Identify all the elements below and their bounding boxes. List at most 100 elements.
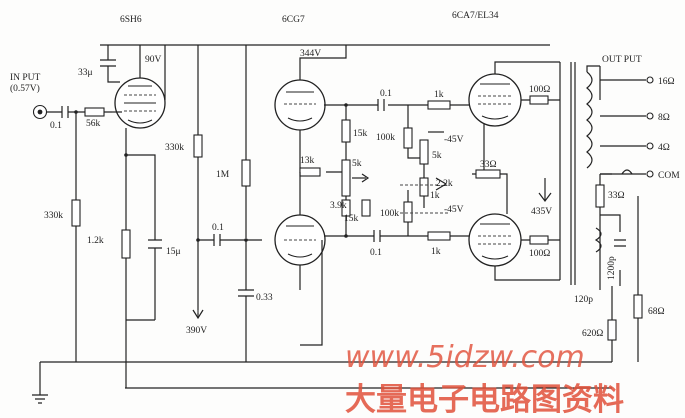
tap-16-label: 16Ω — [658, 77, 675, 87]
v2-lower-grid-return — [300, 240, 323, 346]
v2-pot-arrow — [361, 173, 370, 183]
el34-lower-plate — [494, 266, 560, 281]
bias-resistor-label: 2.2k — [436, 179, 453, 189]
fb-resistor3-label: 68Ω — [648, 307, 665, 317]
v2-balance-pot — [341, 159, 351, 197]
input-cap-label: 0.1 — [50, 121, 62, 131]
b-plus-arrowhead — [538, 192, 552, 202]
fb-cap-label: 1200p — [607, 256, 617, 280]
input-grid-resistor — [71, 199, 81, 227]
v1-cathode-resistor — [121, 229, 131, 259]
fb-resistor3 — [633, 294, 643, 319]
v2-lower-b-label: 15k — [344, 214, 359, 224]
v2-cathode-resistor — [299, 167, 321, 177]
secondary-taps — [600, 79, 646, 175]
bias-pot-label: 5k — [432, 151, 442, 161]
watermark-site: www.5idzw.com — [345, 340, 585, 375]
el34-upper-screen-resistor — [529, 95, 549, 105]
grid-stop-bottom — [427, 231, 451, 241]
tap-4-terminal[interactable] — [646, 142, 654, 150]
v2-upper-load-label: 15k — [353, 129, 368, 139]
input-series-resistor — [84, 107, 105, 117]
tap-8-terminal[interactable] — [646, 112, 654, 120]
tube-6cg7-upper — [274, 79, 326, 131]
bias-voltage-top: -45V — [444, 135, 464, 145]
input-coupling-cap — [61, 106, 69, 118]
bias-pot — [419, 139, 429, 165]
v1-cathode-bypass-cap — [148, 239, 162, 249]
el34-plate-voltage: 435V — [531, 207, 552, 217]
stage1-cap-label: 0.1 — [212, 223, 224, 233]
stage1-supply-cap — [238, 240, 254, 362]
el34-lower-screen-label: 100Ω — [529, 249, 550, 259]
el34-upper-screen-label: 100Ω — [529, 85, 550, 95]
v1-bypass-wire — [126, 154, 156, 321]
tap-16-terminal[interactable] — [646, 76, 654, 84]
fb-resistor — [595, 184, 605, 208]
v1-plate-load — [193, 134, 203, 158]
stage1-coupling-cap — [213, 234, 221, 246]
v1-plate-voltage: 90V — [145, 55, 162, 65]
input-series-label: 56k — [86, 119, 101, 129]
tube-6cg7-lower — [274, 214, 326, 266]
grid-stop-top-label: 1k — [434, 90, 444, 100]
el34-cathode-label: 33Ω — [480, 160, 497, 170]
input-level: (0.57V) — [10, 83, 40, 94]
input-jack[interactable] — [32, 104, 48, 120]
grid-leak-bottom-label: 100k — [380, 209, 399, 219]
bias-supply-lines — [400, 184, 448, 214]
v2-lower-resistor-b — [361, 199, 371, 217]
v1-plate-load-label: 330k — [165, 143, 184, 153]
el34-cathode-resistor — [475, 169, 501, 179]
v2-plate-voltage: 344V — [300, 49, 321, 59]
secondary-top — [586, 65, 601, 100]
grid-leak-top — [403, 127, 413, 149]
bias-k-label: 1k — [430, 191, 440, 201]
v2-lower-cap-label: 0.1 — [370, 248, 382, 258]
tap-com-terminal[interactable] — [646, 170, 654, 178]
grid-leak-bottom — [403, 201, 413, 223]
watermark-chinese: 大量电子电路图资料 — [345, 382, 624, 418]
fb-resistor-label: 33Ω — [608, 191, 625, 201]
stage2-grid-resistor — [241, 159, 251, 187]
screen-cap-label: 33μ — [78, 68, 93, 78]
v2-cathode-label: 13k — [300, 156, 315, 166]
fb-cap-wire — [600, 214, 621, 286]
v2-lower-a-label: 3.9k — [330, 201, 347, 211]
v1-supply-arrowhead — [192, 309, 204, 320]
v2-lower-resistor-a — [341, 199, 351, 217]
el34-lower-screen-resistor — [529, 235, 549, 245]
v2-lower-out-cap — [373, 230, 381, 242]
supply-voltage-label: 390V — [186, 326, 207, 336]
v1-cathode-label: 1.2k — [87, 236, 104, 246]
tube-v3-label: 6CA7/EL34 — [452, 11, 499, 21]
tube-v1-label: 6SH6 — [120, 15, 142, 25]
output-transformer — [559, 62, 593, 285]
tube-el34-lower — [468, 213, 522, 267]
v2-upper-plate-load — [341, 119, 351, 143]
input-grid-label: 330k — [44, 211, 63, 221]
ground-symbol — [32, 362, 48, 404]
bias-resistor — [419, 177, 429, 197]
input-label: IN PUT — [10, 73, 41, 83]
v2-upper-cap-label: 0.1 — [380, 89, 392, 99]
v1-bypass-label: 15μ — [166, 247, 181, 257]
tube-el34-upper — [468, 73, 522, 127]
grid-stop-bottom-label: 1k — [431, 247, 441, 257]
fb-resistor2-label: 620Ω — [582, 329, 603, 339]
bias-arrow — [435, 177, 448, 191]
v2-upper-out-cap — [377, 99, 385, 111]
v1-screen-cap — [100, 45, 120, 83]
tap-4-label: 4Ω — [658, 143, 670, 153]
fb-cap2-label: 120p — [574, 295, 593, 305]
fb-choke — [594, 227, 602, 253]
bias-voltage-bottom: -45V — [444, 205, 464, 215]
fb-resistor2 — [607, 319, 617, 341]
supply-cap-label: 0.33 — [256, 293, 273, 303]
tap-com-label: COM — [658, 171, 680, 181]
tube-v2-label: 6CG7 — [282, 15, 305, 25]
el34-upper-plate — [494, 61, 560, 74]
tap-8-label: 8Ω — [658, 113, 670, 123]
